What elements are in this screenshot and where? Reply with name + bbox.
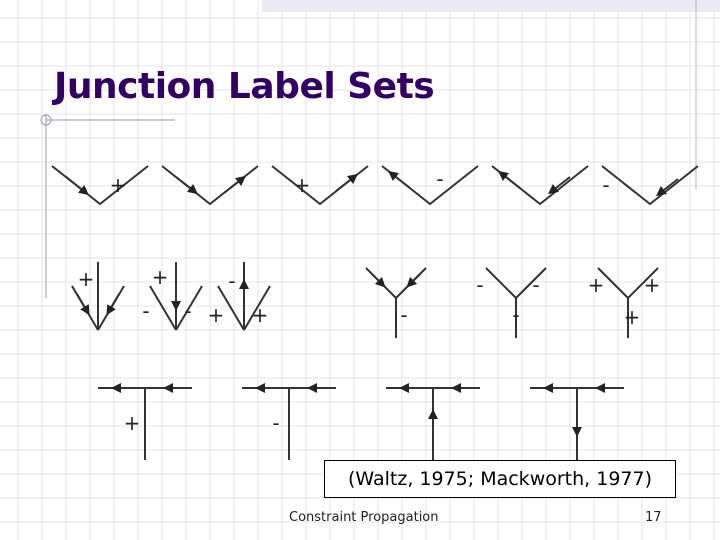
edge-label-minus: - [512,303,519,327]
t-junction-2 [242,383,336,460]
arrow-junction-1 [71,262,125,331]
t-junction-1 [98,383,192,460]
edge-label-plus: + [588,273,605,297]
edge-label-minus: - [476,273,483,297]
edge-label-minus: - [532,273,539,297]
edge-label-minus: - [436,167,443,191]
l-junction-1 [51,165,149,206]
edge-label-minus: - [184,299,191,323]
t-junction-3 [386,383,480,460]
l-junction-6 [601,165,699,206]
edge-label-plus: + [110,173,127,197]
edge-label-minus: - [228,269,235,293]
fork-junction-1 [365,267,427,338]
edge-label-plus: + [624,305,641,329]
t-junction-4 [530,383,624,460]
citation-box: (Waltz, 1975; Mackworth, 1977) [324,460,676,498]
l-junction-5 [491,165,589,206]
slide-title: Junction Label Sets [54,66,435,107]
edge-label-minus: - [400,303,407,327]
l-junction-2 [161,165,259,206]
arrow-junction-2 [149,262,203,331]
page-number: 17 [645,510,662,525]
edge-label-plus: + [78,267,95,291]
footer-title: Constraint Propagation [289,510,439,525]
fork-junction-3 [597,267,659,338]
edge-label-plus: + [252,303,269,327]
edge-label-plus: + [644,273,661,297]
edge-label-plus: + [124,411,141,435]
arrow-junction-3 [217,262,271,331]
fork-junction-2 [485,267,547,338]
edge-label-minus: - [272,411,279,435]
edge-label-minus: - [142,299,149,323]
edge-label-plus: + [208,303,225,327]
edge-label-plus: + [294,173,311,197]
l-junction-3 [271,165,369,206]
l-junction-4 [381,165,479,206]
edge-label-plus: + [152,265,169,289]
edge-label-minus: - [602,173,609,197]
